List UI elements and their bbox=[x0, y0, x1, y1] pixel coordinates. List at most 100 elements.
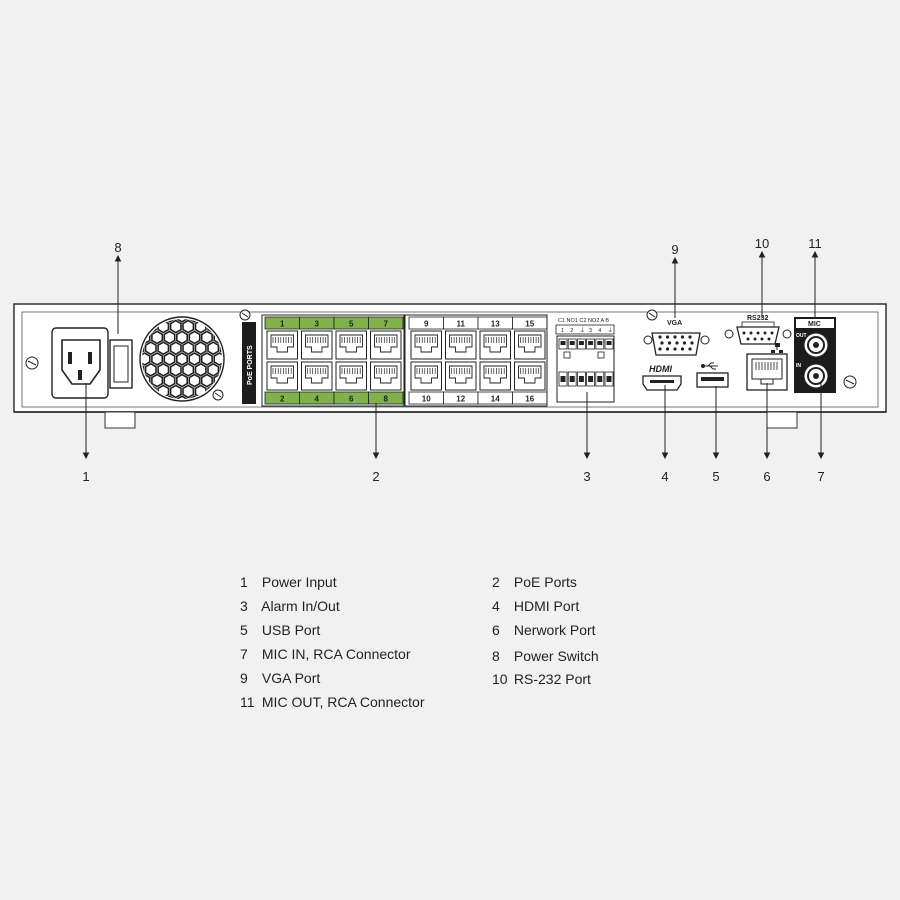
port-number: 13 bbox=[491, 320, 500, 329]
callout-4: 4 bbox=[661, 469, 669, 484]
vga-label: VGA bbox=[667, 320, 682, 327]
port-number: 10 bbox=[422, 395, 431, 404]
terminal-screw bbox=[588, 376, 594, 382]
vga-pin bbox=[682, 341, 687, 345]
terminal-screw bbox=[597, 376, 603, 382]
legend-item: 8 Power Switch bbox=[492, 648, 599, 664]
callout-arrow bbox=[758, 250, 766, 258]
rj45-jack-outline bbox=[270, 334, 294, 353]
fan-hex bbox=[151, 330, 164, 345]
alarm-header-label: C1 NO1 C2 NO2 A B bbox=[558, 318, 609, 324]
fan-hex bbox=[182, 384, 195, 399]
fan-hex bbox=[176, 395, 188, 399]
legend-item: 11 MIC OUT, RCA Connector bbox=[240, 694, 425, 710]
vga-pin bbox=[665, 347, 670, 351]
mic-out-label: OUT bbox=[796, 333, 807, 339]
callout-arrow bbox=[811, 250, 819, 258]
fan-hex bbox=[142, 341, 145, 356]
power-input-socket bbox=[51, 327, 109, 399]
alarm-pin-label: 3 bbox=[589, 328, 592, 334]
port-number: 4 bbox=[315, 395, 320, 404]
port-number: 7 bbox=[384, 320, 389, 329]
fan-hex bbox=[142, 352, 151, 366]
rs232-pin bbox=[770, 331, 774, 335]
fan-hex bbox=[176, 330, 188, 345]
fan-hex bbox=[151, 352, 164, 366]
port-number-tab bbox=[368, 316, 404, 330]
terminal-screw bbox=[597, 341, 603, 345]
callout-8: 8 bbox=[114, 240, 122, 255]
rs232-pin bbox=[753, 337, 757, 341]
port-number: 9 bbox=[424, 320, 429, 329]
vga-pin bbox=[667, 341, 672, 345]
terminal-screw bbox=[588, 341, 594, 345]
screw-icon bbox=[646, 309, 658, 321]
port-number: 6 bbox=[349, 395, 354, 404]
callout-arrow bbox=[712, 452, 720, 460]
legend-item: 7 MIC IN, RCA Connector bbox=[240, 646, 411, 662]
alarm-pin-label: 4 bbox=[598, 328, 601, 334]
foot-left bbox=[104, 411, 136, 429]
fan-hex bbox=[163, 395, 176, 399]
vga-pin bbox=[665, 335, 670, 339]
fan-hex bbox=[157, 362, 170, 377]
vga-pin bbox=[675, 341, 679, 345]
legend-item: 6 Nerwork Port bbox=[492, 622, 596, 638]
terminal-latch bbox=[597, 351, 605, 359]
fan-hex bbox=[157, 341, 170, 356]
terminal-screw bbox=[606, 341, 612, 345]
rj45-jack-outline bbox=[374, 334, 398, 353]
fan-hex bbox=[169, 384, 182, 399]
terminal-screw bbox=[560, 341, 566, 345]
vga-pin bbox=[673, 347, 677, 351]
vga-pin bbox=[673, 335, 677, 339]
hdmi-logo-label: HDMI bbox=[649, 364, 672, 374]
rs232-port: RS232 bbox=[724, 315, 792, 345]
fan-hex bbox=[207, 362, 220, 377]
rj45-jack-outline bbox=[414, 334, 438, 353]
port-number: 8 bbox=[384, 395, 389, 404]
rj45-jack-outline bbox=[518, 365, 542, 384]
legend-item: 2 PoE Ports bbox=[492, 574, 577, 590]
terminal-latch bbox=[563, 351, 571, 359]
power-switch bbox=[109, 339, 133, 389]
callout-arrow bbox=[661, 452, 669, 460]
screw-icon bbox=[843, 375, 857, 389]
port-number: 14 bbox=[491, 395, 500, 404]
port-number: 12 bbox=[456, 395, 465, 404]
network-port bbox=[746, 343, 788, 391]
rj45-jack-outline bbox=[305, 334, 329, 353]
legend-item: 10 RS-232 Port bbox=[492, 671, 591, 687]
rj45-jack-outline bbox=[414, 365, 438, 384]
fan-hex bbox=[163, 352, 176, 366]
fan-hex bbox=[200, 352, 213, 366]
network-icon bbox=[771, 343, 783, 353]
poe-label-strip bbox=[242, 322, 256, 404]
fan-hex bbox=[176, 373, 188, 388]
fan-hex bbox=[169, 362, 182, 377]
fan-hex bbox=[213, 352, 222, 366]
mic-out-rca-connector bbox=[803, 332, 829, 358]
fan-hex bbox=[219, 341, 222, 356]
vga-pin bbox=[680, 347, 685, 351]
rj45-jack-outline bbox=[483, 334, 507, 353]
rs232-pin bbox=[746, 337, 750, 341]
fan-hex bbox=[188, 330, 201, 345]
vga-pin bbox=[688, 335, 692, 339]
vga-pin bbox=[660, 341, 664, 345]
fan-hex bbox=[207, 341, 220, 356]
port-number: 2 bbox=[280, 395, 285, 404]
terminal-screw bbox=[569, 376, 575, 382]
callout-5: 5 bbox=[712, 469, 720, 484]
rj45-jack-outline bbox=[374, 365, 398, 384]
callout-2: 2 bbox=[372, 469, 380, 484]
rj45-jack-outline bbox=[339, 334, 363, 353]
rj45-jack-outline bbox=[483, 365, 507, 384]
mic-in-rca-connector bbox=[803, 363, 829, 389]
terminal-screw bbox=[560, 376, 566, 382]
usb-port bbox=[696, 362, 729, 388]
fan-hex bbox=[188, 395, 201, 399]
